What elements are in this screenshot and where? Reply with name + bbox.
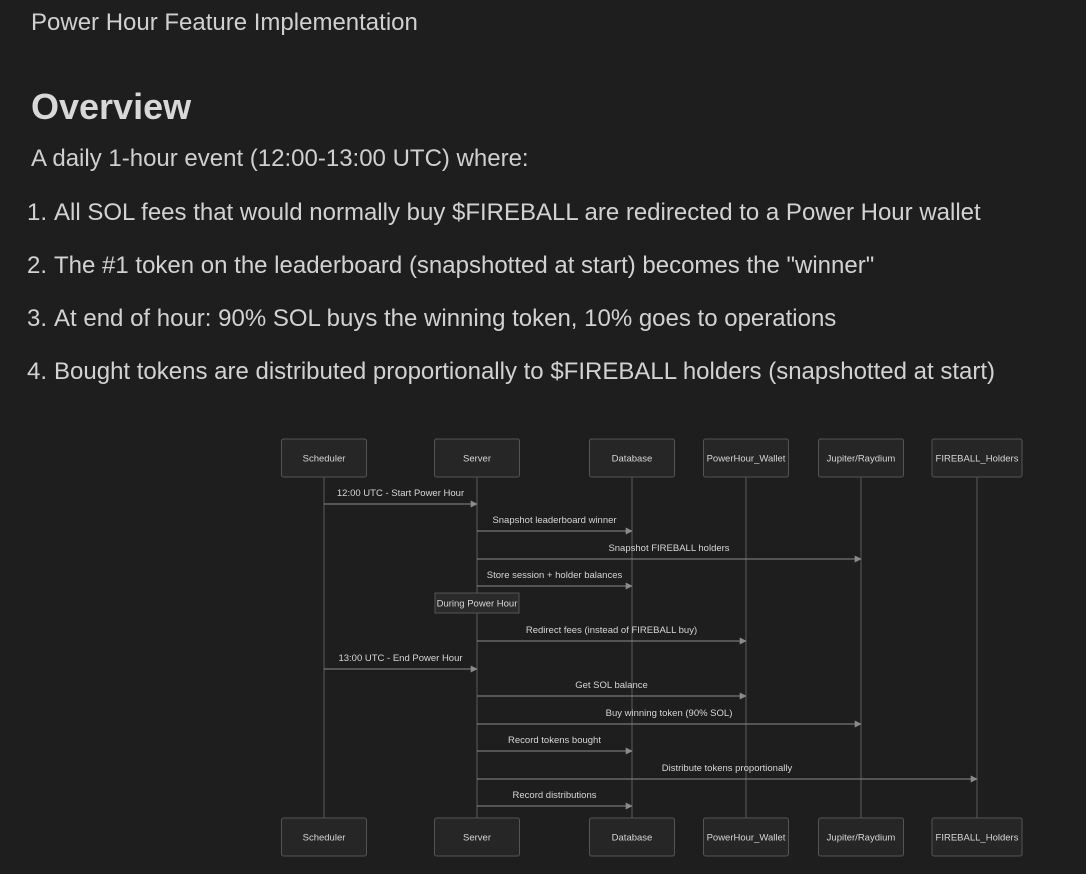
participant-box xyxy=(281,438,367,478)
participant-box xyxy=(931,438,1023,478)
step-text: The #1 token on the leaderboard (snapsho… xyxy=(54,252,875,279)
participant-label: Scheduler xyxy=(303,454,346,465)
participant-label: Jupiter/Raydium xyxy=(827,833,896,844)
document-title: Power Hour Feature Implementation xyxy=(31,9,418,36)
participant-label: Scheduler xyxy=(303,833,346,844)
message-label: 12:00 UTC - Start Power Hour xyxy=(337,488,464,499)
overview-heading: Overview xyxy=(31,86,192,127)
participant-box xyxy=(703,817,789,857)
participant-box xyxy=(434,438,520,478)
message-label: Snapshot leaderboard winner xyxy=(492,515,616,526)
participant-label: PowerHour_Wallet xyxy=(707,833,786,844)
step-item: 4.Bought tokens are distributed proporti… xyxy=(27,358,995,386)
message-label: 13:00 UTC - End Power Hour xyxy=(338,653,462,664)
step-text: Bought tokens are distributed proportion… xyxy=(54,358,995,385)
message-label: Buy winning token (90% SOL) xyxy=(606,708,733,719)
intro-text: A daily 1-hour event (12:00-13:00 UTC) w… xyxy=(31,145,529,172)
message-label: Distribute tokens proportionally xyxy=(662,763,793,774)
participant-label: Jupiter/Raydium xyxy=(827,454,896,465)
step-item: 3.At end of hour: 90% SOL buys the winni… xyxy=(27,305,836,333)
participant-box xyxy=(818,438,904,478)
participant-label: Server xyxy=(463,454,491,465)
step-number: 2. xyxy=(27,252,48,279)
participant-box xyxy=(703,438,789,478)
step-number: 3. xyxy=(27,305,48,332)
participant-box xyxy=(281,817,367,857)
participant-box xyxy=(434,817,520,857)
participant-box xyxy=(818,817,904,857)
step-number: 4. xyxy=(27,358,48,385)
message-label: Snapshot FIREBALL holders xyxy=(608,543,729,554)
message-label: Redirect fees (instead of FIREBALL buy) xyxy=(526,625,697,636)
participant-label: Server xyxy=(463,833,491,844)
participant-label: Database xyxy=(612,454,653,465)
step-text: At end of hour: 90% SOL buys the winning… xyxy=(54,305,837,332)
participant-label: PowerHour_Wallet xyxy=(707,454,786,465)
participant-box xyxy=(589,438,675,478)
participant-box xyxy=(931,817,1023,857)
step-item: 1.All SOL fees that would normally buy $… xyxy=(27,199,981,227)
message-label: Store session + holder balances xyxy=(487,570,623,581)
message-label: Get SOL balance xyxy=(575,680,648,691)
message-label: Record distributions xyxy=(513,790,597,801)
note-label: During Power Hour xyxy=(437,599,518,610)
step-text: All SOL fees that would normally buy $FI… xyxy=(54,199,981,226)
participant-label: FIREBALL_Holders xyxy=(936,454,1019,465)
participant-box xyxy=(589,817,675,857)
participant-label: Database xyxy=(612,833,653,844)
step-item: 2.The #1 token on the leaderboard (snaps… xyxy=(27,252,874,280)
message-label: Record tokens bought xyxy=(508,735,601,746)
note-box xyxy=(434,592,520,614)
participant-label: FIREBALL_Holders xyxy=(936,833,1019,844)
step-number: 1. xyxy=(27,199,48,226)
